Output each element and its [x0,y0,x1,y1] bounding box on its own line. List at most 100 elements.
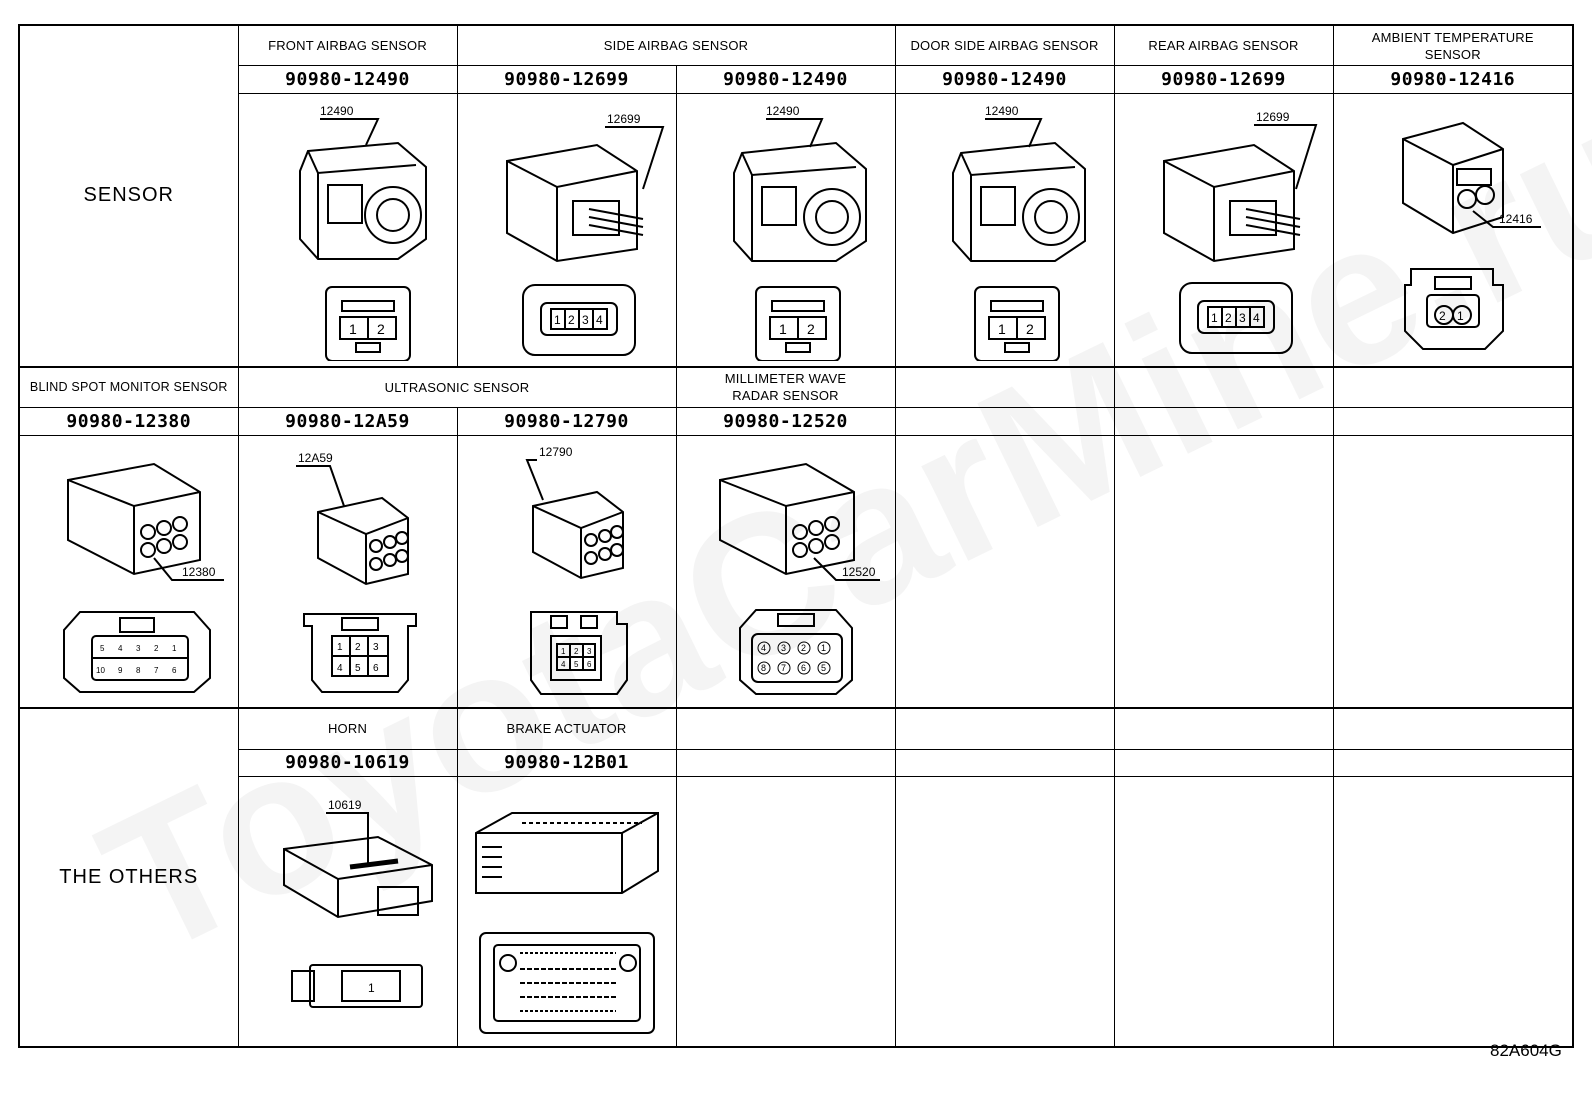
connector-icon: 12520 4 3 2 1 8 7 6 5 [718,463,880,696]
pin-number: 2 [355,642,361,653]
pin-number: 2 [1225,311,1232,325]
connector-icon: 12699 1 2 3 4 [1162,110,1317,354]
pin-number: 2 [568,313,575,327]
pin-number: 6 [373,663,379,674]
pin-number: 10 [96,666,105,675]
pin-number: 2 [1026,321,1034,337]
part-number: 90980-12380 [18,406,239,436]
header-brake-actuator: BRAKE ACTUATOR [456,707,677,750]
callout-label: 12490 [985,104,1019,118]
header-millimeter-wave-radar-sensor: MILLIMETER WAVE RADAR SENSOR [675,365,896,408]
part-number: 90980-12490 [675,65,896,94]
connector-icon: 12416 2 1 [1401,121,1541,350]
connector-drawing-blind-spot-monitor: 12380 5 4 3 2 1 10 9 8 7 6 [18,434,239,709]
connector-icon: 12490 1 2 [951,104,1086,361]
pin-number: 1 [554,313,561,327]
header-ambient-temperature-sensor: AMBIENT TEMPERATURE SENSOR [1332,24,1575,67]
pin-number: 3 [582,313,589,327]
pin-number: 4 [596,313,603,327]
pin-number: 1 [368,981,375,995]
pin-number: 4 [337,663,343,674]
pin-number: 4 [561,660,566,669]
section-label-others: THE OTHERS [18,707,239,1048]
connector-drawing-front-airbag: 12490 1 2 [237,92,458,368]
pin-number: 5 [574,660,579,669]
pin-number: 2 [807,321,815,337]
pin-number: 1 [1211,311,1218,325]
pin-number: 2 [801,643,806,653]
part-number: 90980-10619 [237,748,458,778]
pin-number: 3 [781,643,786,653]
connector-icon: 12490 1 2 [298,104,427,361]
header-front-airbag-sensor: FRONT AIRBAG SENSOR [237,24,458,67]
pin-number: 6 [172,666,177,675]
pin-number: 4 [1253,311,1260,325]
connector-drawing-millimeter-wave-radar: 12520 4 3 2 1 8 7 6 5 [675,434,896,709]
pin-number: 1 [998,321,1006,337]
connector-drawing-horn: 10619 1 [237,776,458,1049]
pin-number: 9 [118,666,123,675]
connector-table: SENSOR FRONT AIRBAG SENSOR SIDE AIRBAG S… [18,24,1575,1049]
header-horn: HORN [237,707,458,750]
pin-number: 3 [587,647,592,656]
pin-number: 1 [561,647,566,656]
pin-number: 6 [587,660,592,669]
part-number: 90980-12490 [894,65,1115,94]
pin-number: 7 [781,663,786,673]
callout-label: 12790 [539,445,573,459]
figure-code: 82A604G [1490,1041,1562,1060]
callout-label: 12A59 [298,451,333,465]
pin-number: 6 [801,663,806,673]
connector-icon [474,811,659,1034]
header-blind-spot-monitor-sensor: BLIND SPOT MONITOR SENSOR [18,365,239,408]
part-number: 90980-12699 [1113,65,1334,94]
header-door-side-airbag-sensor: DOOR SIDE AIRBAG SENSOR [894,24,1115,67]
pin-number: 1 [821,643,826,653]
pin-number: 1 [172,644,177,653]
pin-number: 1 [1457,309,1464,323]
callout-label: 12699 [1256,110,1290,124]
part-number: 90980-12416 [1332,65,1575,94]
header-rear-airbag-sensor: REAR AIRBAG SENSOR [1113,24,1334,67]
pin-number: 2 [574,647,579,656]
callout-label: 12520 [842,565,876,579]
header-ultrasonic-sensor: ULTRASONIC SENSOR [237,365,677,408]
pin-number: 3 [1239,311,1246,325]
pin-number: 2 [377,321,385,337]
pin-number: 4 [118,644,123,653]
connector-drawing-ultrasonic-12a59: 12A59 1 2 3 4 [237,434,458,709]
part-number: 90980-12699 [456,65,677,94]
callout-label: 12380 [182,565,216,579]
callout-label: 10619 [328,798,362,812]
callout-label: 12416 [1499,212,1533,226]
header-side-airbag-sensor: SIDE AIRBAG SENSOR [456,24,896,67]
pin-number: 3 [373,642,379,653]
connector-drawing-ambient-temperature: 12416 2 1 [1332,92,1575,368]
callout-label: 12490 [766,104,800,118]
part-number: 90980-12490 [237,65,458,94]
pin-number: 1 [337,642,343,653]
pin-number: 5 [821,663,826,673]
connector-drawing-ultrasonic-12790: 12790 1 2 3 [456,434,677,709]
connector-drawing-side-airbag-12490: 12490 1 2 [675,92,896,368]
part-number: 90980-12B01 [456,748,677,778]
callout-label: 12490 [320,104,354,118]
connector-drawing-side-airbag-12699: 12699 1 2 3 4 [456,92,677,368]
pin-number: 3 [136,644,141,653]
pin-number: 7 [154,666,159,675]
part-number: 90980-12790 [456,406,677,436]
pin-number: 1 [349,321,357,337]
pin-number: 1 [779,321,787,337]
pin-number: 8 [136,666,141,675]
pin-number: 5 [100,644,105,653]
pin-number: 4 [761,643,766,653]
connector-icon: 12790 1 2 3 [525,445,628,696]
connector-icon: 12490 1 2 [732,104,867,361]
connector-icon: 12699 1 2 3 4 [505,112,664,356]
connector-icon: 12A59 1 2 3 4 [295,451,417,694]
section-label-sensor: SENSOR [18,24,239,368]
callout-label: 12699 [607,112,641,126]
part-number: 90980-12520 [675,406,896,436]
pin-number: 8 [761,663,766,673]
connector-drawing-rear-airbag: 12699 1 2 3 4 [1113,92,1334,368]
